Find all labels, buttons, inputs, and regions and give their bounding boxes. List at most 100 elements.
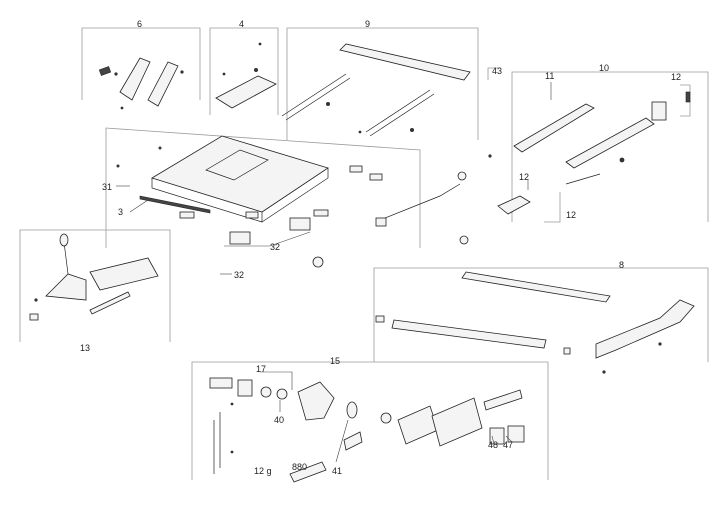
miter-bar <box>89 291 131 315</box>
knob <box>619 157 625 163</box>
label-15: 15 <box>330 356 340 366</box>
label-13: 13 <box>80 343 90 353</box>
rod-2 <box>365 89 431 133</box>
label-12-mid: 12 <box>519 172 529 182</box>
table-edge-2 <box>261 168 329 223</box>
leader-47 <box>505 435 513 443</box>
label-10: 10 <box>599 63 609 73</box>
label-11: 11 <box>545 71 554 81</box>
frame-15 <box>191 361 549 480</box>
screw <box>116 164 120 168</box>
clip <box>685 91 691 103</box>
brush-holder-47 <box>507 425 525 443</box>
bearing <box>260 386 272 398</box>
housing-plate <box>237 379 253 397</box>
handwheel <box>457 171 467 181</box>
block <box>179 211 195 219</box>
clamp-block <box>98 66 112 76</box>
group-13-parts <box>29 233 159 321</box>
block <box>245 211 259 219</box>
stator <box>397 405 439 445</box>
frame-13 <box>19 229 171 342</box>
label-32-lower: 32 <box>234 270 244 280</box>
label-40: 40 <box>274 415 284 425</box>
screw <box>602 370 606 374</box>
screw <box>230 402 234 406</box>
part-labels: 6 4 9 43 10 11 12 12 12 31 3 32 32 8 13 … <box>80 19 681 476</box>
group-6-parts <box>98 57 184 110</box>
label-6: 6 <box>137 19 142 29</box>
table-insert <box>205 149 269 181</box>
handle-shaft <box>63 241 69 275</box>
table-edge <box>151 178 263 223</box>
rod-1b <box>285 77 351 121</box>
block <box>349 165 363 173</box>
disc-41 <box>346 401 358 419</box>
nut <box>410 128 414 132</box>
carbon-brush-48 <box>489 427 505 445</box>
miter-head <box>45 273 87 301</box>
trunnion-12 <box>497 195 531 215</box>
rack-3 <box>139 195 211 214</box>
extension-rail-lower <box>391 319 547 349</box>
motor-body <box>431 397 483 447</box>
label-9: 9 <box>365 19 370 29</box>
brush-cover <box>483 389 523 411</box>
screw <box>230 450 234 454</box>
bearing-block <box>375 217 387 227</box>
bracket-32b <box>289 217 311 231</box>
plate <box>343 431 363 451</box>
lock-knob <box>459 235 469 245</box>
frame-8 <box>373 267 709 362</box>
extension-rail <box>461 271 611 303</box>
screw <box>114 72 118 76</box>
label-3: 3 <box>118 207 123 217</box>
label-12-right: 12 <box>566 210 576 220</box>
crank-rod <box>379 183 461 221</box>
label-31: 31 <box>102 182 112 192</box>
knob <box>312 256 324 268</box>
support-arm <box>595 299 695 359</box>
label-32-center: 32 <box>270 242 280 252</box>
table-top <box>151 135 329 213</box>
bracket-right <box>147 61 179 107</box>
group-9-parts <box>281 43 471 137</box>
fence-rail-lower <box>565 117 655 169</box>
leader-3 <box>129 199 149 213</box>
label-17: 17 <box>256 364 266 374</box>
label-12-top: 12 <box>671 72 681 82</box>
washer <box>276 388 288 400</box>
label-grease-code: 880 <box>292 462 307 472</box>
grease-tube <box>289 461 327 483</box>
screw <box>358 130 362 134</box>
frame-12-mid <box>544 192 561 223</box>
group-frames <box>19 27 709 480</box>
screw <box>158 146 162 150</box>
leader-lines <box>116 82 552 463</box>
leader-48 <box>491 435 495 445</box>
screw <box>34 298 38 302</box>
group-8-parts <box>375 271 695 374</box>
group-43-parts <box>312 154 531 268</box>
nut <box>326 102 330 106</box>
block <box>313 209 329 217</box>
bracket <box>375 315 385 323</box>
group-4-parts <box>215 42 277 109</box>
label-41: 41 <box>332 466 342 476</box>
block <box>369 173 383 181</box>
clip <box>563 347 571 355</box>
bracket-32 <box>229 231 251 245</box>
fan <box>380 412 392 424</box>
frame-4 <box>209 27 279 115</box>
label-48: 48 <box>488 440 498 450</box>
stop <box>29 313 39 321</box>
frame-main-table <box>105 127 421 248</box>
handle <box>59 233 69 247</box>
main-table <box>116 135 383 245</box>
label-43: 43 <box>492 66 502 76</box>
screw <box>120 106 124 110</box>
rod-2b <box>369 93 435 137</box>
knob <box>254 68 258 72</box>
leader-17 <box>260 371 293 390</box>
